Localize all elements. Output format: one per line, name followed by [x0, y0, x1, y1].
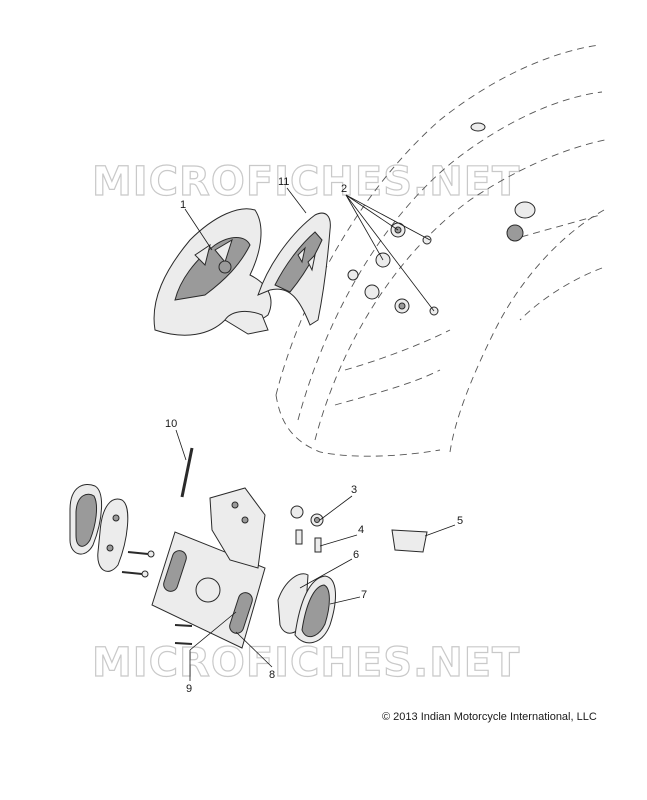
leader-lines [175, 187, 456, 681]
license-plate-bracket [151, 487, 266, 649]
left-reflector [69, 484, 129, 572]
right-reflector [277, 573, 336, 644]
screws [121, 550, 193, 645]
callout-1: 1 [180, 199, 186, 211]
callout-3: 3 [351, 484, 357, 496]
fender-bolt-hole [470, 122, 486, 132]
callout-7: 7 [361, 589, 367, 601]
callout-4: 4 [358, 524, 364, 536]
nuts-bolts [290, 505, 324, 553]
callout-6: 6 [353, 549, 359, 561]
fender-light-socket [506, 224, 524, 242]
rear-fender-outline [275, 44, 606, 457]
copyright-notice: © 2013 Indian Motorcycle International, … [382, 711, 597, 723]
watermark-bottom: MICROFICHES.NET [92, 640, 520, 686]
watermark-top: MICROFICHES.NET [92, 159, 520, 205]
decal [391, 529, 428, 553]
taillight-housing [153, 208, 272, 336]
taillight-lens [257, 212, 331, 326]
callout-5: 5 [457, 515, 463, 527]
fender-light-mount [514, 201, 536, 219]
callout-10: 10 [165, 418, 177, 430]
callout-9: 9 [186, 683, 192, 695]
callout-11: 11 [278, 176, 289, 188]
callout-2: 2 [341, 183, 347, 195]
callout-8: 8 [269, 669, 275, 681]
cable-tie [180, 447, 194, 498]
